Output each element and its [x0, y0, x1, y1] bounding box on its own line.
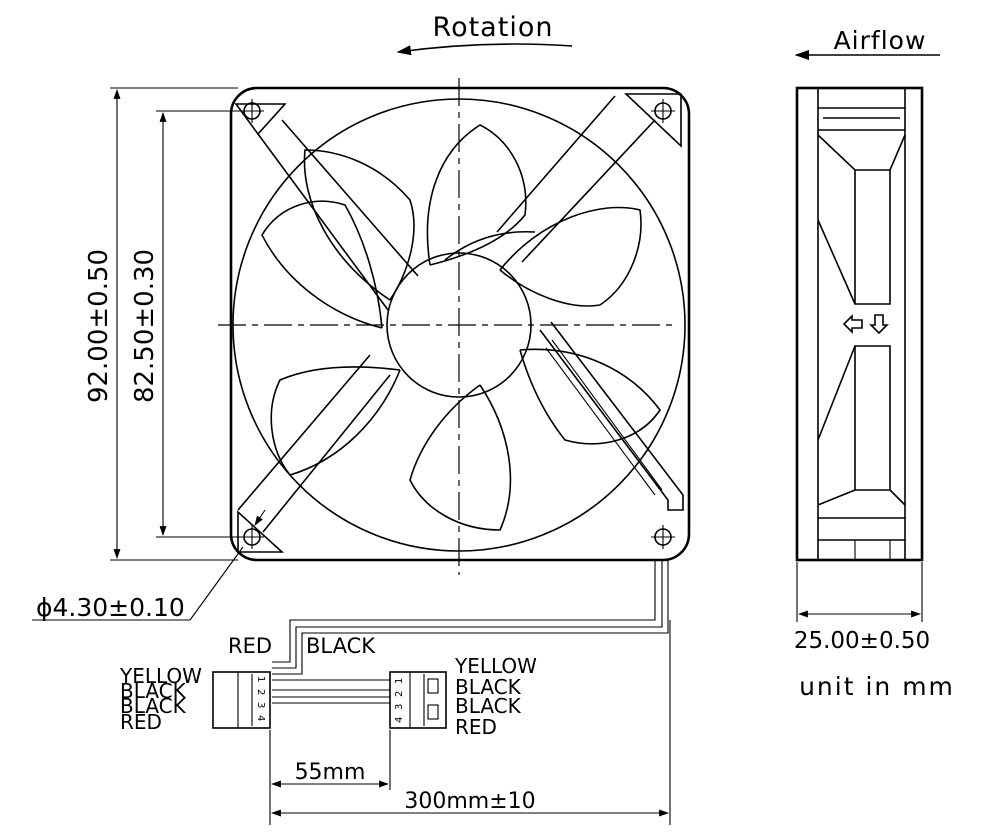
left-label-yellow: YELLOW: [119, 664, 202, 688]
dimension-lead-length: 300mm±10: [271, 620, 671, 825]
mounting-hole-top-right: [651, 99, 675, 123]
lead-wire: [272, 560, 669, 704]
pin-number: 3: [394, 704, 405, 710]
fan-front-view: [218, 78, 691, 575]
connector-left: 1 2 3 4: [212, 671, 271, 729]
rotation-label: Rotation: [433, 12, 554, 43]
right-label-red: RED: [455, 715, 497, 739]
airflow-label: Airflow: [834, 26, 927, 55]
pin-number: 2: [255, 689, 266, 695]
left-label-red: RED: [120, 710, 162, 734]
mounting-hole-bottom-right: [651, 525, 675, 549]
hole-spacing-label: 82.50±0.30: [130, 249, 160, 403]
dimension-thickness: 25.00±0.50: [794, 562, 930, 654]
pin-number: 4: [255, 715, 266, 721]
right-label-black-2: BLACK: [455, 694, 522, 718]
overall-height-label: 92.00±0.50: [84, 249, 114, 403]
left-label-black-1: BLACK: [120, 679, 187, 703]
dimension-hole-spacing: 82.50±0.30: [130, 110, 244, 538]
dimension-hole-diameter: ϕ4.30±0.10: [32, 509, 266, 622]
right-label-yellow: YELLOW: [454, 654, 537, 678]
rotation-arrow: [396, 43, 573, 56]
lead-length-label: 300mm±10: [404, 789, 535, 814]
thickness-label: 25.00±0.50: [794, 628, 930, 654]
pin-number: 3: [255, 702, 266, 708]
connector-right: 1 2 3 4: [389, 671, 447, 729]
wire-label-red: RED: [228, 634, 272, 658]
pin-number: 2: [394, 691, 405, 697]
connector-spacing-label: 55mm: [295, 760, 366, 785]
pin-number: 4: [394, 717, 405, 723]
fan-side-view: [795, 86, 924, 562]
dimension-overall-height: 92.00±0.50: [84, 87, 238, 561]
pin-number: 1: [255, 676, 266, 682]
hole-diameter-label: ϕ4.30±0.10: [36, 593, 185, 622]
units-note: unit in mm: [799, 672, 955, 701]
dimension-connector-spacing: 55mm: [269, 730, 391, 825]
right-label-black-1: BLACK: [455, 675, 522, 699]
pin-number: 1: [394, 678, 405, 684]
left-label-black-2: BLACK: [120, 694, 187, 718]
wire-label-black: BLACK: [306, 634, 376, 658]
